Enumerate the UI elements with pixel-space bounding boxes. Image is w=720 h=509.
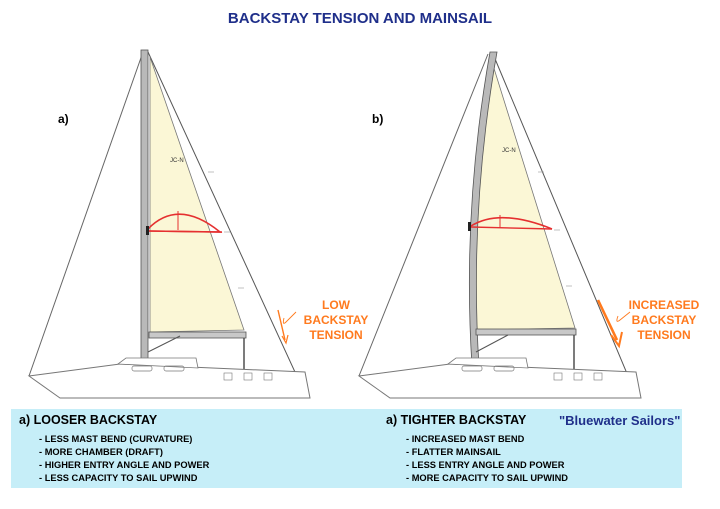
hull-a [27, 363, 311, 399]
backstay-a [147, 51, 307, 397]
list-item: LESS CAPACITY TO SAIL UPWIND [39, 472, 209, 485]
tighter-backstay-column: a) TIGHTER BACKSTAY INCREASED MAST BEND … [386, 413, 568, 485]
list-item: LESS ENTRY ANGLE AND POWER [406, 459, 568, 472]
list-item: HIGHER ENTRY ANGLE AND POWER [39, 459, 210, 472]
mainsail-a [149, 56, 245, 333]
draft-profile-a [147, 213, 223, 233]
sail-insignia-a: JC-N [170, 158, 184, 164]
draft-profile-b [470, 216, 553, 230]
tension-label-b: INCREASED BACKSTAY TENSION [628, 298, 700, 342]
diagram-label-a: a) [58, 112, 69, 126]
list-item: FLATTER MAINSAIL [406, 446, 568, 459]
mast-a [140, 49, 149, 367]
boom-a [148, 331, 247, 339]
tension-arrow-a [277, 309, 286, 341]
list-item: LESS MAST BEND (CURVATURE) [39, 433, 209, 446]
page-title: BACKSTAY TENSION AND MAINSAIL [227, 10, 493, 27]
list-item: MORE CAPACITY TO SAIL UPWIND [406, 472, 568, 485]
forestay-b [358, 53, 489, 377]
sail-insignia-b: JC-N [502, 148, 516, 154]
tighter-backstay-list: INCREASED MAST BEND FLATTER MAINSAIL LES… [386, 433, 568, 485]
looser-backstay-list: LESS MAST BEND (CURVATURE) MORE CHAMBER … [19, 433, 210, 485]
looser-backstay-column: a) LOOSER BACKSTAY LESS MAST BEND (CURVA… [19, 413, 209, 485]
brand-name: "Bluewater Sailors" [559, 413, 681, 428]
boom-b [475, 328, 577, 336]
looser-backstay-heading: a) LOOSER BACKSTAY [19, 413, 158, 427]
hull-b [357, 363, 642, 399]
boat-b [357, 51, 642, 399]
tension-arrow-b [596, 299, 619, 341]
boat-a [27, 49, 311, 399]
list-item: MORE CHAMBER (DRAFT) [39, 446, 209, 459]
comparison-panel: a) LOOSER BACKSTAY LESS MAST BEND (CURVA… [11, 409, 682, 488]
forestay-a [28, 51, 144, 377]
tension-label-a: LOW BACKSTAY TENSION [303, 298, 369, 342]
tighter-backstay-heading: a) TIGHTER BACKSTAY [386, 413, 527, 427]
list-item: INCREASED MAST BEND [406, 433, 568, 446]
diagram-label-b: b) [372, 112, 384, 126]
